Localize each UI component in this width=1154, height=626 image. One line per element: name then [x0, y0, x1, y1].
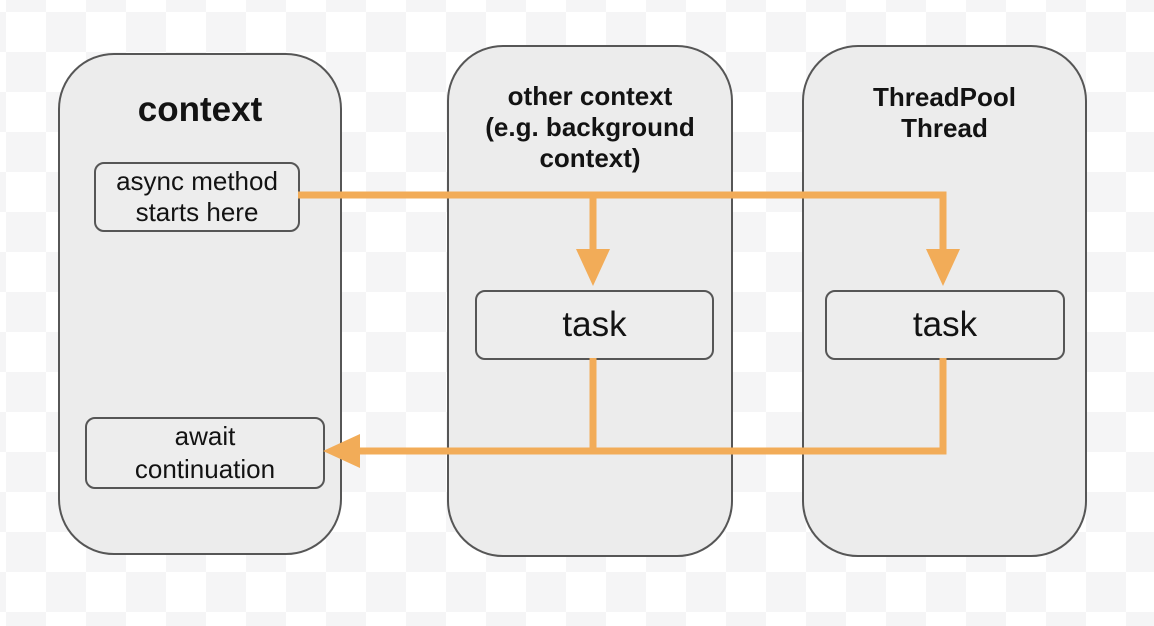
node-await-continuation: await continuation	[85, 417, 325, 489]
container-other-context-title: other context (e.g. background context)	[485, 81, 695, 173]
node-task-threadpool: task	[825, 290, 1065, 360]
node-async-start: async method starts here	[94, 162, 300, 232]
container-threadpool-thread: ThreadPool Thread task	[802, 45, 1087, 557]
node-task-other: task	[475, 290, 714, 360]
container-context-title: context	[137, 90, 263, 129]
container-threadpool-thread-title: ThreadPool Thread	[872, 82, 1016, 143]
container-other-context: other context (e.g. background context) …	[447, 45, 733, 557]
container-context: context async method starts here await c…	[58, 53, 342, 555]
